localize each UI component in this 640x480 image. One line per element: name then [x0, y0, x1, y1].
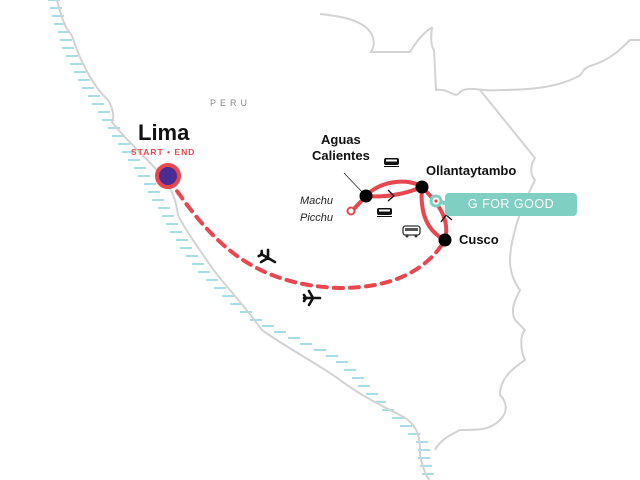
stop-cusco[interactable] — [438, 233, 452, 247]
aguas-calientes-line1: Aguas — [321, 132, 361, 147]
stop-ollantaytambo[interactable] — [415, 180, 429, 194]
borders — [56, 0, 640, 480]
ollantaytambo-label[interactable]: Ollantaytambo — [426, 163, 517, 178]
g-for-good-dot — [434, 199, 438, 203]
country-label: PERU — [210, 98, 252, 108]
train-icon — [384, 158, 399, 167]
direction-arrow-icon — [387, 189, 395, 202]
lima-start-end-label: START • END — [131, 147, 196, 157]
stop-aguas-calientes[interactable] — [359, 189, 373, 203]
stop-machu-picchu[interactable] — [346, 206, 356, 216]
coast-hatching — [48, 0, 434, 475]
lima-label[interactable]: Lima — [138, 120, 190, 145]
flight-route — [166, 176, 447, 291]
plane-icon — [257, 248, 277, 264]
train-icon — [377, 208, 392, 217]
aguas-leader-line — [343, 172, 365, 195]
machu-picchu-line1: Machu — [300, 195, 334, 207]
machu-picchu-line2: Picchu — [300, 212, 334, 224]
coastline — [56, 0, 431, 480]
g-for-good-badge[interactable]: G FOR GOOD — [445, 193, 577, 216]
machu-picchu-label[interactable]: Machu Picchu — [300, 193, 333, 227]
northern-border — [319, 13, 640, 96]
aguas-calientes-label[interactable]: Aguas Calientes — [312, 132, 370, 164]
bus-icon — [402, 225, 421, 238]
aguas-calientes-line2: Calientes — [312, 148, 370, 163]
start-end-marker-lima[interactable] — [155, 163, 181, 189]
cusco-label[interactable]: Cusco — [459, 232, 499, 247]
eastern-border — [434, 89, 537, 451]
plane-icon — [302, 289, 322, 307]
